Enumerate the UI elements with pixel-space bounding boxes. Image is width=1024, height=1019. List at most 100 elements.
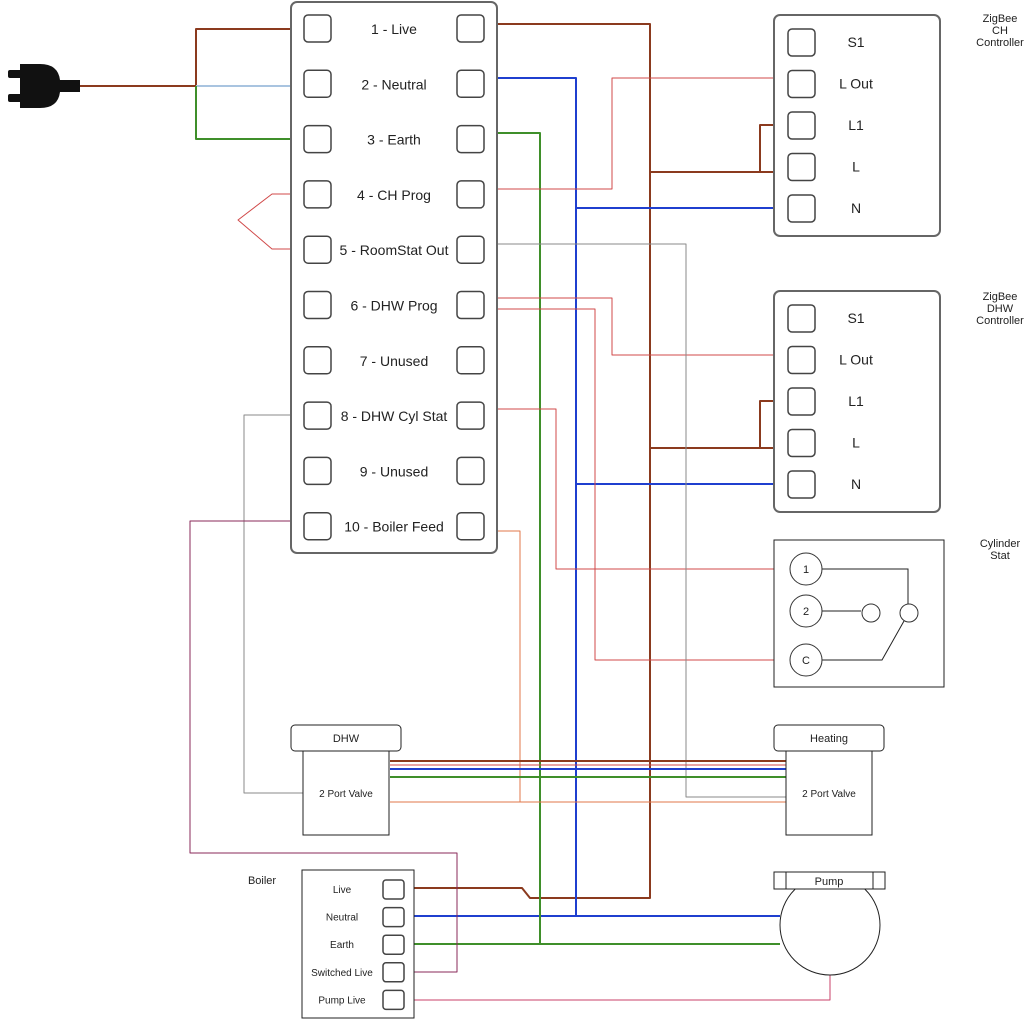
terminal-right [456,14,485,43]
strip-row: 1 - Live [303,14,485,43]
controller-terminal-label: L1 [848,393,864,409]
earth-bus-wire [408,132,780,945]
controller-terminal-label: S1 [847,34,864,50]
terminal-right [456,511,485,541]
boiler-terminal-label: Neutral [326,913,358,924]
ch-live-feed [650,124,788,173]
boiler-terminal [382,879,405,900]
controller-terminal-row: N [787,194,861,223]
strip-label: 1 - Live [371,21,417,37]
terminal-right [456,401,485,430]
boiler-terminal-label: Earth [330,940,354,951]
terminal-left [303,511,332,541]
boiler-terminal [382,906,405,928]
controller-terminal-label: S1 [847,310,864,326]
boiler-feed-wire [390,530,786,803]
controller-terminal-row: L Out [787,69,873,99]
strip-label: 6 - DHW Prog [350,298,437,314]
controller-terminal-row: L1 [787,387,864,416]
controller-terminal [787,428,816,458]
terminal-strip: 1 - Live 2 - Neutral 3 - Earth 4 - CH Prog 5… [290,1,498,554]
controller-terminal-row: L1 [787,111,864,140]
controller-terminal [787,345,816,375]
strip-label: 10 - Boiler Feed [344,519,444,535]
terminal-right [456,346,485,375]
strip-row: 2 - Neutral [303,69,485,99]
controller-terminal [787,304,816,333]
terminal-left [303,14,332,43]
wires [80,23,831,1001]
controller-terminal [787,111,816,140]
controller-terminal-row: L [787,152,860,182]
dhw-valve-body: 2 Port Valve [319,789,373,800]
heating-valve-head: Heating [810,733,848,745]
pump-live-wire [408,970,831,1001]
terminal-left [303,235,332,264]
controller-terminal [787,152,816,182]
controller-terminal-label: L [852,159,860,175]
strip-label: 3 - Earth [367,132,421,148]
terminal-left [303,69,332,99]
controller-terminal-label: L1 [848,117,864,133]
dhw-live-feed [650,400,788,449]
terminal-left [303,456,332,486]
cylinder-stat-terminal: 2 [789,594,823,628]
cylinder-stat-terminal-label: C [802,655,810,667]
strip-row: 5 - RoomStat Out [303,235,485,264]
terminal-right [456,180,485,209]
controller-terminal-label: L Out [839,352,873,368]
boiler-terminal-row: Switched Live [311,962,405,983]
strip-row: 6 - DHW Prog [303,290,485,320]
boiler-terminal [382,962,405,983]
mains-earth-wire [195,86,304,140]
boiler-terminal [382,934,405,955]
ch-prog-roomstat-link [237,193,304,250]
terminal-right [456,235,485,264]
strip-row: 3 - Earth [303,124,485,154]
strip-label: 8 - DHW Cyl Stat [341,408,448,424]
live-bus-wire [408,23,651,899]
terminal-left [303,180,332,209]
controller-terminal-row: S1 [787,304,865,333]
terminal-left [303,124,332,154]
boiler-terminal-label: Pump Live [318,995,366,1006]
neutral-bus-wire [408,77,780,917]
boiler-terminal-row: Earth [330,934,405,955]
cylstat-1-wire [484,408,790,570]
controller-terminal [787,387,816,416]
cylinder-stat-terminal-label: 2 [803,606,809,618]
controller-terminal [787,69,816,99]
boiler-terminal-label: Live [333,885,352,896]
strip-label: 7 - Unused [360,353,428,369]
strip-label: 4 - CH Prog [357,187,431,203]
controller-terminal [787,470,816,499]
controller-terminal [787,194,816,223]
boiler-title: Boiler [248,875,276,887]
boiler-terminal-row: Pump Live [318,989,405,1011]
switched-live-wire [189,520,458,973]
controller-terminal-label: L [852,435,860,451]
strip-row: 7 - Unused [303,346,485,375]
ch-lout-wire [484,77,788,190]
dhw-cylstat-to-dhw-valve [243,414,304,794]
boiler-terminal [382,989,405,1011]
terminal-left [303,290,332,320]
controller-terminal-label: N [851,476,861,492]
controller-terminal-row: N [787,470,861,499]
controller-terminal-label: N [851,200,861,216]
cylinder-stat-terminal: 1 [789,552,823,586]
strip-row: 10 - Boiler Feed [303,511,485,541]
controller-terminal-row: L [787,428,860,458]
terminal-right [456,124,485,154]
roomstat-to-heating-valve [484,243,786,798]
pump: Pump [773,871,886,976]
strip-label: 5 - RoomStat Out [340,242,449,258]
pump-label: Pump [815,876,844,888]
strip-row: 8 - DHW Cyl Stat [303,401,485,430]
